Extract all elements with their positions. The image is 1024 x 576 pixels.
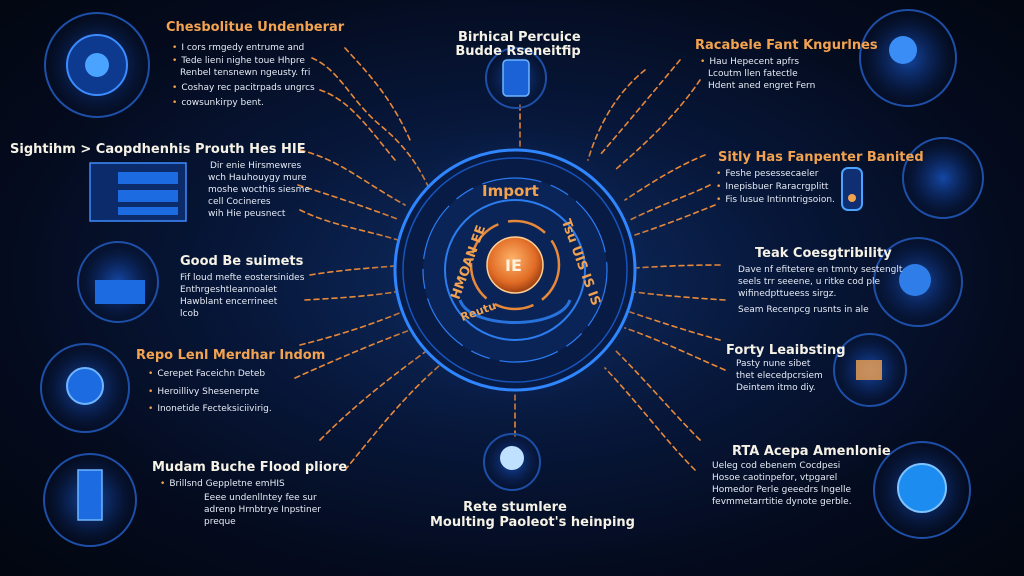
node-3-line: Lcoutm llen fatectle (708, 69, 798, 79)
node-12-graphic (873, 441, 971, 539)
node-12-line: Ueleg cod ebenem Cocdpesi (712, 461, 841, 471)
node-3-line: Hdent aned engret Fern (708, 81, 816, 91)
node-10-title: Mudam Buche Flood pliore (152, 460, 348, 475)
center-label-top: Import (482, 182, 539, 200)
node-5-line: •Feshe pesessecaeler (716, 169, 819, 179)
node-1-line: •cowsunkirpy bent. (172, 98, 264, 108)
node-1-graphic (44, 12, 150, 118)
node-9-line: Deintem itmo diy. (736, 383, 816, 393)
node-3-graphic (859, 9, 957, 107)
node-7-line: seels trr seeene, u ritke cod ple (738, 277, 881, 287)
center-core-label: IE (505, 256, 522, 275)
node-7-graphic (873, 237, 963, 327)
node-9-line: Pasty nune sibet (736, 359, 811, 369)
node-6-graphic (77, 241, 159, 323)
node-1-line: Renbel tensnewn ngeusty. fri (180, 68, 311, 78)
node-10-line: preque (204, 517, 236, 527)
node-11-subtitle: Moulting Paoleot's heinping (430, 515, 635, 530)
node-1-line: •I cors rmgedy entrume and (172, 43, 305, 53)
node-2-subtitle: Budde Rseneitfip (455, 44, 581, 59)
node-7-line: wifinedpttueess sirgz. (738, 289, 837, 299)
center-hub (365, 120, 665, 420)
node-2-graphic (485, 47, 547, 109)
node-3-title: Racabele Fant Kngurlnes (695, 38, 878, 53)
node-9-line: thet elecedpcrsiem (736, 371, 823, 381)
node-8-line: •Cerepet Faceichn Deteb (148, 369, 266, 379)
node-10-line: adrenp Hrnbtrye Inpstiner (204, 505, 321, 515)
node-6-line: Enthrgeshtleannoalet (180, 285, 277, 295)
node-9-graphic (833, 333, 907, 407)
node-1-title: Chesbolitue Undenberar (166, 20, 345, 35)
node-5-title: Sitly Has Fanpenter Banited (718, 150, 924, 165)
node-12-title: RTA Acepa Amenlonie (732, 444, 891, 459)
node-5-line: •Fis lusue Intinntrigsoion. (716, 195, 835, 205)
node-7-line: Dave nf efitetere en tmnty sestenglt (738, 265, 903, 275)
node-1-line: •Tede lieni nighe toue Hhpre (172, 56, 305, 66)
node-7-line: Seam Recenpcg rusnts in ale (738, 305, 869, 315)
node-6-line: lcob (180, 309, 199, 319)
node-8-graphic (40, 343, 130, 433)
node-6-line: Hawblant encerrineet (180, 297, 278, 307)
node-12-line: fevmmetarrtitie dynote gerble. (712, 497, 852, 507)
node-5-line: •Inepisbuer Raracrgplitt (716, 182, 829, 192)
node-6-title: Good Be suimets (180, 254, 304, 269)
node-7-title: Teak Coesgtribility (755, 246, 892, 261)
node-10-line: Eeee undenllntey fee sur (204, 493, 317, 503)
node-2-title: Birhical Percuice (458, 30, 581, 45)
node-12-line: Hosoe caotinpefor, vtpgarel (712, 473, 838, 483)
node-11-graphic (483, 433, 541, 491)
node-8-title: Repo Lenl Merdhar Indom (136, 348, 326, 363)
node-5-graphic (841, 137, 984, 219)
node-4-graphic (89, 162, 187, 222)
node-10-line: •Brillsnd Geppletne emHIS (160, 479, 285, 489)
node-4-title: Sightihm > Caopdhenhis Prouth Hes HIE (10, 142, 306, 157)
node-4-line: wih Hie peusnect (208, 209, 286, 219)
node-1-line: •Coshay rec pacitrpads ungrcs (172, 83, 315, 93)
node-11-title: Rete stumlere (463, 500, 567, 515)
node-circles (40, 9, 984, 547)
node-8-line: •Heroillivy Shesenerpte (148, 387, 260, 397)
node-6-line: Fif loud mefte eostersinides (180, 273, 305, 283)
node-9-title: Forty Leaibsting (726, 343, 846, 358)
node-4-line: cell Cocineres (208, 197, 271, 207)
node-4-line: wch Hauhouygy mure (208, 173, 307, 183)
node-12-line: Homedor Perle geeedrs Ingelle (712, 485, 852, 495)
node-3-line: •Hau Hepecent apfrs (700, 57, 800, 67)
node-4-line: Dir enie Hirsmewres (210, 161, 302, 171)
node-8-line: •Inonetide Fecteksiciivirig. (148, 404, 272, 414)
node-10-graphic (43, 453, 137, 547)
node-4-line: moshe wocthis siesme (208, 185, 310, 195)
